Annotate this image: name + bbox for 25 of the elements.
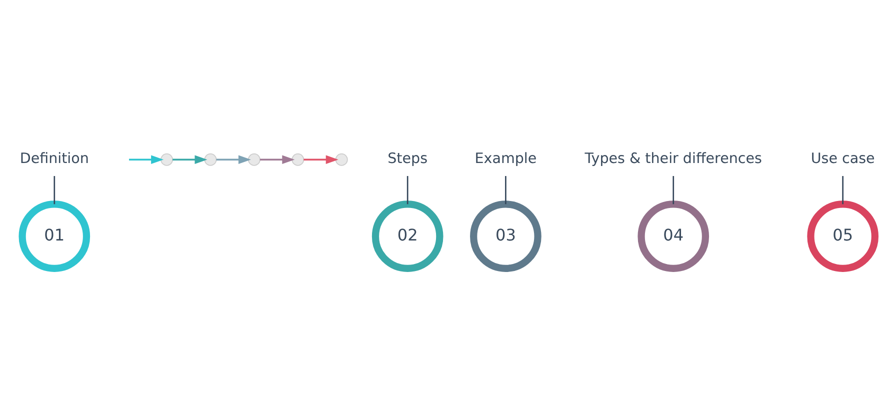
- node-text: Steps: [388, 150, 428, 167]
- node-text: Types & their differences: [584, 150, 762, 167]
- connector: [505, 176, 506, 204]
- node-circle: [292, 152, 304, 166]
- arrow: [260, 154, 295, 164]
- connector: [406, 176, 408, 204]
- node-circle: 01: [18, 200, 90, 272]
- node-circle: [160, 152, 174, 166]
- arrow: [304, 154, 338, 164]
- arrow: [216, 154, 251, 164]
- node-circle: [204, 152, 217, 166]
- node-circle: 02: [372, 200, 444, 272]
- connector: [54, 176, 56, 204]
- node-text: Example: [474, 150, 537, 167]
- node-text: Definition: [20, 150, 89, 167]
- arrow: [129, 154, 164, 164]
- node-circle: [248, 152, 260, 166]
- node-circle: 04: [638, 200, 710, 272]
- connector: [842, 176, 844, 204]
- node-text: Use case: [810, 150, 875, 167]
- arrow: [172, 154, 208, 164]
- node-circle: 05: [807, 200, 878, 272]
- node-circle: 03: [470, 200, 542, 272]
- node-circle: [335, 152, 348, 166]
- connector: [672, 176, 674, 204]
